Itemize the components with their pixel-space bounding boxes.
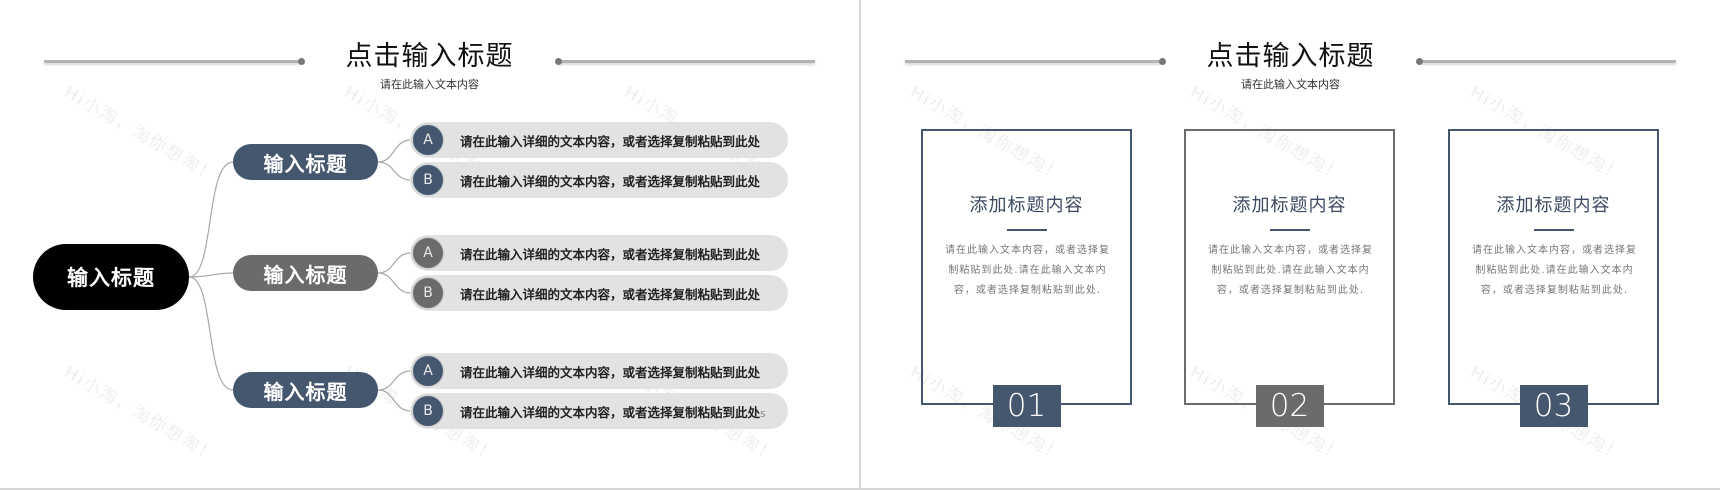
- card-body[interactable]: 请在此输入文本内容，或者选择复制粘贴到此处.请在此输入文本内容，或者选择复制粘贴…: [945, 245, 1110, 296]
- card-body[interactable]: 请在此输入文本内容，或者选择复制粘贴到此处.请在此输入文本内容，或者选择复制粘贴…: [1472, 245, 1637, 296]
- slide-cards: Hi小淘，淘你想淘！ Hi小淘，淘你想淘！ Hi小淘，淘你想淘！ Hi小淘，淘你…: [861, 0, 1720, 488]
- header-dot-left: [1159, 58, 1166, 65]
- detail-item[interactable]: A 请在此输入详细的文本内容，或者选择复制粘贴到此处: [411, 235, 788, 271]
- badge-a: A: [411, 123, 445, 157]
- detail-item[interactable]: B 请在此输入详细的文本内容，或者选择复制粘贴到此处s: [411, 393, 788, 429]
- badge-b: B: [411, 163, 445, 197]
- connector-lines: [188, 139, 412, 412]
- detail-text: 请在此输入详细的文本内容，或者选择复制粘贴到此处s: [460, 402, 766, 421]
- detail-item[interactable]: A 请在此输入详细的文本内容，或者选择复制粘贴到此处: [411, 122, 788, 158]
- detail-item[interactable]: A 请在此输入详细的文本内容，或者选择复制粘贴到此处: [411, 353, 788, 389]
- mindmap-branch-1[interactable]: 输入标题: [233, 144, 378, 180]
- mindmap-branch-3[interactable]: 输入标题: [233, 372, 378, 408]
- slide-subtitle[interactable]: 请在此输入文本内容: [1241, 78, 1340, 91]
- badge-a: A: [411, 354, 445, 388]
- detail-text: 请在此输入详细的文本内容，或者选择复制粘贴到此处: [460, 364, 761, 380]
- card-divider: [1006, 229, 1047, 231]
- card-number-badge: 03: [1519, 385, 1588, 427]
- slide-mindmap: Hi小淘，淘你想淘！ Hi小淘，淘你想淘！ Hi小淘，淘你想淘！ Hi小淘，淘你…: [0, 0, 859, 488]
- header-dot-right: [1416, 58, 1423, 65]
- detail-text-tail: s: [760, 406, 766, 420]
- mindmap-root-node[interactable]: 输入标题: [33, 244, 189, 310]
- card-title[interactable]: 添加标题内容: [1232, 195, 1347, 216]
- header-line-left: [44, 60, 300, 63]
- slide-title[interactable]: 点击输入标题: [345, 41, 514, 72]
- card-number-badge: 02: [1255, 385, 1324, 427]
- header-line-right: [1419, 60, 1676, 63]
- header-dot-left: [298, 58, 305, 65]
- card-divider: [1269, 229, 1310, 231]
- badge-b: B: [411, 394, 445, 428]
- header-line-right: [558, 60, 815, 63]
- badge-a: A: [411, 236, 445, 270]
- detail-text: 请在此输入详细的文本内容，或者选择复制粘贴到此处: [460, 246, 761, 262]
- detail-item[interactable]: B 请在此输入详细的文本内容，或者选择复制粘贴到此处: [411, 162, 788, 198]
- header-line-left: [905, 60, 1161, 63]
- card-title[interactable]: 添加标题内容: [969, 195, 1084, 216]
- content-card-1[interactable]: 添加标题内容 请在此输入文本内容，或者选择复制粘贴到此处.请在此输入文本内容，或…: [921, 129, 1132, 427]
- detail-text-main: 请在此输入详细的文本内容，或者选择复制粘贴到此处: [460, 404, 761, 420]
- mindmap-branch-2[interactable]: 输入标题: [233, 255, 378, 291]
- slide-subtitle[interactable]: 请在此输入文本内容: [380, 78, 479, 91]
- card-body[interactable]: 请在此输入文本内容，或者选择复制粘贴到此处.请在此输入文本内容，或者选择复制粘贴…: [1208, 245, 1373, 296]
- bottom-border: [0, 488, 1720, 490]
- detail-item[interactable]: B 请在此输入详细的文本内容，或者选择复制粘贴到此处: [411, 275, 788, 311]
- badge-b: B: [411, 276, 445, 310]
- header-dot-right: [555, 58, 562, 65]
- card-divider: [1533, 229, 1574, 231]
- slide-title[interactable]: 点击输入标题: [1206, 41, 1375, 72]
- slide-divider: [859, 0, 861, 490]
- detail-text: 请在此输入详细的文本内容，或者选择复制粘贴到此处: [460, 173, 761, 189]
- content-card-3[interactable]: 添加标题内容 请在此输入文本内容，或者选择复制粘贴到此处.请在此输入文本内容，或…: [1448, 129, 1659, 427]
- detail-text: 请在此输入详细的文本内容，或者选择复制粘贴到此处: [460, 133, 761, 149]
- content-card-2[interactable]: 添加标题内容 请在此输入文本内容，或者选择复制粘贴到此处.请在此输入文本内容，或…: [1184, 129, 1395, 427]
- card-title[interactable]: 添加标题内容: [1496, 195, 1611, 216]
- card-number-badge: 01: [992, 385, 1061, 427]
- detail-text: 请在此输入详细的文本内容，或者选择复制粘贴到此处: [460, 286, 761, 302]
